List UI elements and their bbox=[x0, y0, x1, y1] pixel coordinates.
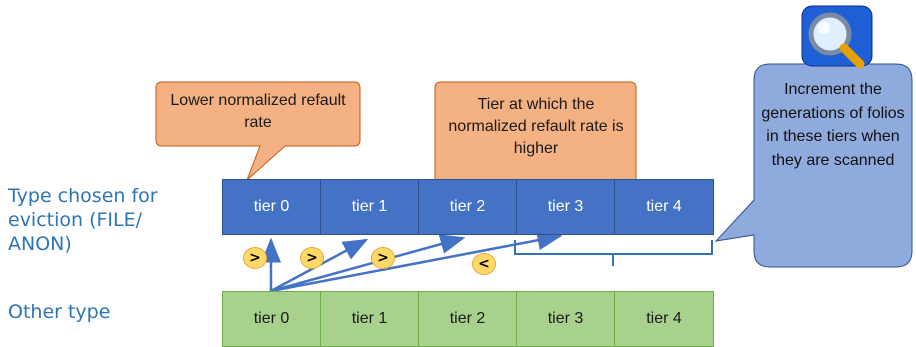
tier-cell: tier 0 bbox=[223, 292, 321, 346]
tier-cell: tier 4 bbox=[615, 292, 713, 346]
tier-cell: tier 0 bbox=[223, 180, 321, 234]
comparison-badge: > bbox=[371, 247, 395, 269]
arrow-to-tier-3 bbox=[270, 230, 563, 293]
callout-higher-tier-text: Tier at which the normalized refault rat… bbox=[448, 96, 624, 157]
arrow-to-tier-2 bbox=[270, 234, 466, 293]
tier-cell: tier 4 bbox=[615, 180, 713, 234]
callout-lower-rate-shape bbox=[155, 81, 361, 181]
callout-increment-text: Increment the generations of folios in t… bbox=[761, 81, 905, 169]
tier-cell: tier 2 bbox=[419, 180, 517, 234]
tier-cell: tier 2 bbox=[419, 292, 517, 346]
comparison-badge: > bbox=[300, 247, 324, 269]
tier-cell: tier 1 bbox=[321, 180, 419, 234]
comparison-badge: < bbox=[472, 253, 496, 275]
callout-increment-shape bbox=[714, 63, 913, 268]
callout-lower-rate-text: Lower normalized refault rate bbox=[170, 92, 346, 131]
chosen-type-label: Type chosen for eviction (FILE/ ANON) bbox=[8, 185, 158, 255]
tier-row-chosen: tier 0 tier 1 tier 2 tier 3 tier 4 bbox=[222, 179, 714, 235]
other-type-label: Other type bbox=[8, 301, 111, 323]
tier-row-other: tier 0 tier 1 tier 2 tier 3 tier 4 bbox=[222, 291, 714, 347]
tier-cell: tier 3 bbox=[517, 292, 615, 346]
brace-tiers-3-4 bbox=[514, 240, 713, 266]
magnifier-icon bbox=[801, 5, 873, 69]
comparison-badge: > bbox=[243, 247, 267, 269]
tier-cell: tier 3 bbox=[517, 180, 615, 234]
tier-cell: tier 1 bbox=[321, 292, 419, 346]
